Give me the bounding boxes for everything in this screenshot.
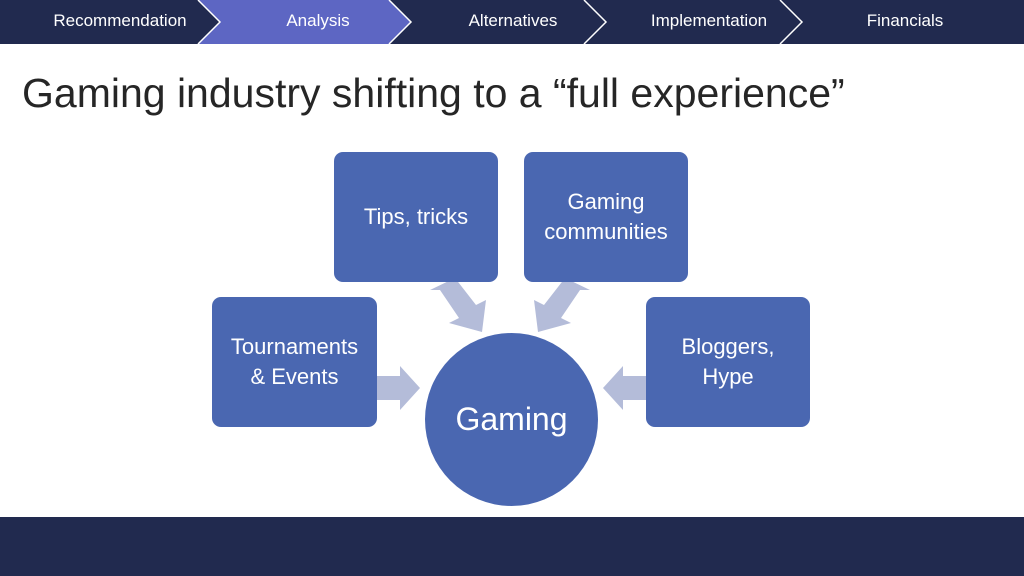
node-tournaments-events: Tournaments & Events xyxy=(212,297,377,427)
hub-gaming: Gaming xyxy=(425,333,598,506)
node-tournaments-events-label: Tournaments & Events xyxy=(230,334,359,389)
node-gaming-communities: Gaming communities xyxy=(524,152,688,282)
top-nav: Recommendation Analysis Alternatives Imp… xyxy=(0,0,1024,44)
arrow-bloggers-to-hub xyxy=(603,366,646,410)
tab-financials[interactable]: Financials xyxy=(866,11,944,30)
node-tips-tricks-label: Tips, tricks xyxy=(363,204,469,229)
node-bloggers-hype-label: Bloggers, Hype xyxy=(681,334,775,389)
node-gaming-communities-label: Gaming communities xyxy=(544,189,668,244)
arrow-tips-to-hub xyxy=(430,278,486,332)
tab-analysis[interactable]: Analysis xyxy=(286,11,350,30)
tab-implementation[interactable]: Implementation xyxy=(650,11,768,30)
arrow-tournaments-to-hub xyxy=(377,366,420,410)
page-title: Gaming industry shifting to a “full expe… xyxy=(22,70,845,116)
footer-bar xyxy=(0,517,1024,576)
arrow-communities-to-hub xyxy=(534,278,590,332)
node-bloggers-hype: Bloggers, Hype xyxy=(646,297,810,427)
tab-alternatives[interactable]: Alternatives xyxy=(468,11,558,30)
hub-gaming-label: Gaming xyxy=(455,401,568,437)
tab-recommendation[interactable]: Recommendation xyxy=(53,11,187,30)
nav-chevrons xyxy=(0,0,1024,44)
node-tips-tricks: Tips, tricks xyxy=(334,152,498,282)
